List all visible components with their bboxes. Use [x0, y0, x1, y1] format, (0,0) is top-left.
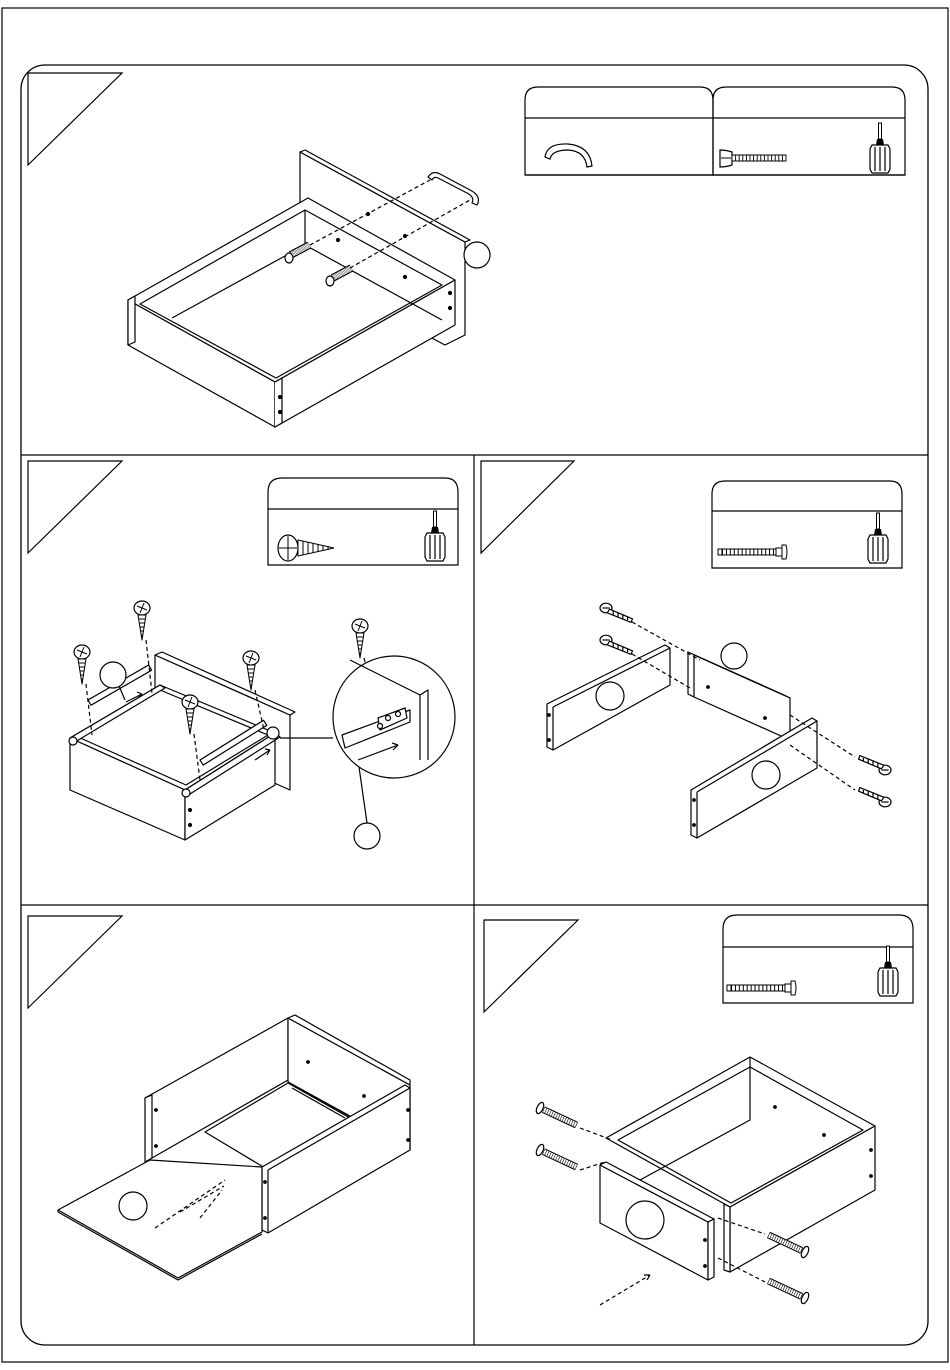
step-1-drawing	[128, 150, 490, 427]
screwdriver-icon	[425, 511, 445, 561]
step-1-corner	[28, 73, 122, 165]
bolt-icon	[720, 150, 786, 167]
screwdriver-icon	[878, 946, 898, 996]
handle-icon	[545, 144, 592, 167]
step-5-drawing	[535, 1057, 875, 1305]
step-3-drawing	[547, 603, 891, 838]
wood-screw-icon	[278, 535, 334, 561]
screwdriver-icon	[870, 123, 890, 173]
step-5-hardware-box	[723, 915, 913, 1003]
step-2-corner	[28, 461, 122, 553]
step-3-hardware-box	[712, 481, 902, 568]
step-2-hardware-box	[268, 478, 458, 565]
step-4-drawing	[58, 1015, 410, 1280]
cam-bolt-icon	[718, 545, 787, 559]
step-1-hardware-box	[525, 87, 905, 175]
screwdriver-icon	[868, 513, 888, 563]
step-4-corner	[28, 916, 122, 1008]
cam-bolt-icon	[727, 981, 796, 995]
step-5-corner	[484, 920, 578, 1012]
step-2-drawing	[69, 601, 455, 849]
step-3-corner	[481, 461, 574, 553]
